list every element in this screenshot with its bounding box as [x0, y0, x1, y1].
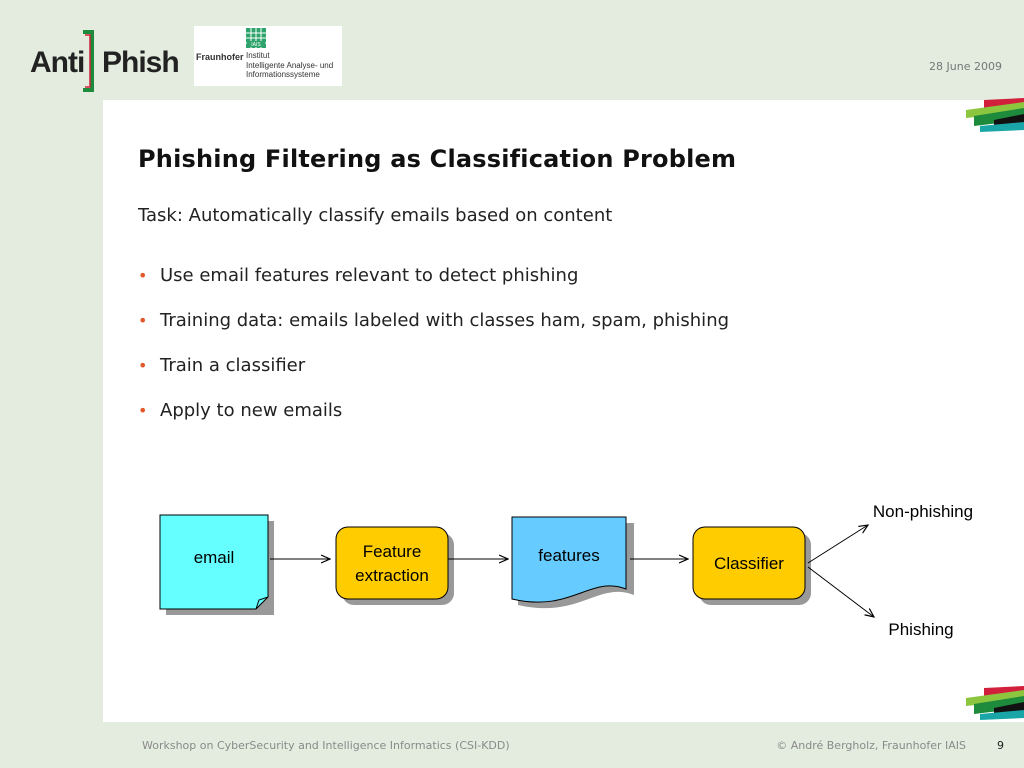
phishing-label: Phishing	[888, 620, 953, 639]
email-node: email	[159, 514, 274, 615]
features-node: features	[511, 516, 634, 609]
bullet-dot-icon: •	[138, 311, 148, 330]
slide-date: 28 June 2009	[929, 60, 1002, 73]
arrow-classifier-to-non-phishing	[807, 525, 868, 564]
slide-subtitle: Task: Automatically classify emails base…	[138, 205, 613, 226]
bullet-item: • Train a classifier	[138, 354, 729, 399]
feature-extraction-node: Feature extraction	[335, 526, 454, 605]
classifier-node: Classifier	[692, 526, 811, 605]
bullet-text: Use email features relevant to detect ph…	[160, 265, 579, 286]
decorative-stripes-bottom	[966, 686, 1024, 720]
bullet-dot-icon: •	[138, 266, 148, 285]
decorative-stripes-top	[966, 98, 1024, 132]
bullet-item: • Apply to new emails	[138, 399, 729, 444]
antiphish-logo: Anti Phish	[30, 30, 180, 92]
logo-bracket-icon	[83, 30, 94, 92]
bullet-text: Training data: emails labeled with class…	[160, 310, 730, 331]
classification-flow-diagram: email Feature extraction features Classi…	[159, 502, 973, 639]
bullet-dot-icon: •	[138, 401, 148, 420]
email-label: email	[194, 548, 235, 567]
classifier-label: Classifier	[714, 554, 784, 573]
non-phishing-label: Non-phishing	[873, 502, 973, 521]
logo-text-anti: Anti	[30, 46, 85, 79]
bullet-list: • Use email features relevant to detect p…	[138, 264, 729, 444]
bullet-text: Train a classifier	[160, 355, 306, 376]
footer-workshop: Workshop on CyberSecurity and Intelligen…	[142, 739, 510, 752]
fraunhofer-institute: Institut Intelligente Analyse- und Infor…	[246, 51, 334, 79]
arrow-classifier-to-phishing	[807, 566, 874, 617]
page-number: 9	[997, 739, 1004, 752]
bullet-item: • Training data: emails labeled with clas…	[138, 309, 729, 354]
fraunhofer-grid-icon: IAIS	[246, 28, 266, 48]
logo-text-phish: Phish	[102, 46, 180, 79]
feature-extraction-label-line2: extraction	[355, 566, 429, 585]
slide-content-area	[103, 100, 1024, 722]
fraunhofer-logo: IAIS Fraunhofer Institut Intelligente An…	[194, 26, 342, 86]
bullet-dot-icon: •	[138, 356, 148, 375]
footer-copyright: © André Bergholz, Fraunhofer IAIS	[776, 739, 966, 752]
header: Anti Phish IAIS Fraunhofer Institut Inte…	[0, 0, 1024, 100]
feature-extraction-label-line1: Feature	[363, 542, 422, 561]
bullet-text: Apply to new emails	[160, 400, 343, 421]
slide-title: Phishing Filtering as Classification Pro…	[138, 145, 737, 173]
bullet-item: • Use email features relevant to detect p…	[138, 264, 729, 309]
fraunhofer-brand: Fraunhofer	[196, 52, 244, 62]
features-label: features	[538, 546, 599, 565]
fraunhofer-badge: IAIS	[251, 42, 261, 48]
